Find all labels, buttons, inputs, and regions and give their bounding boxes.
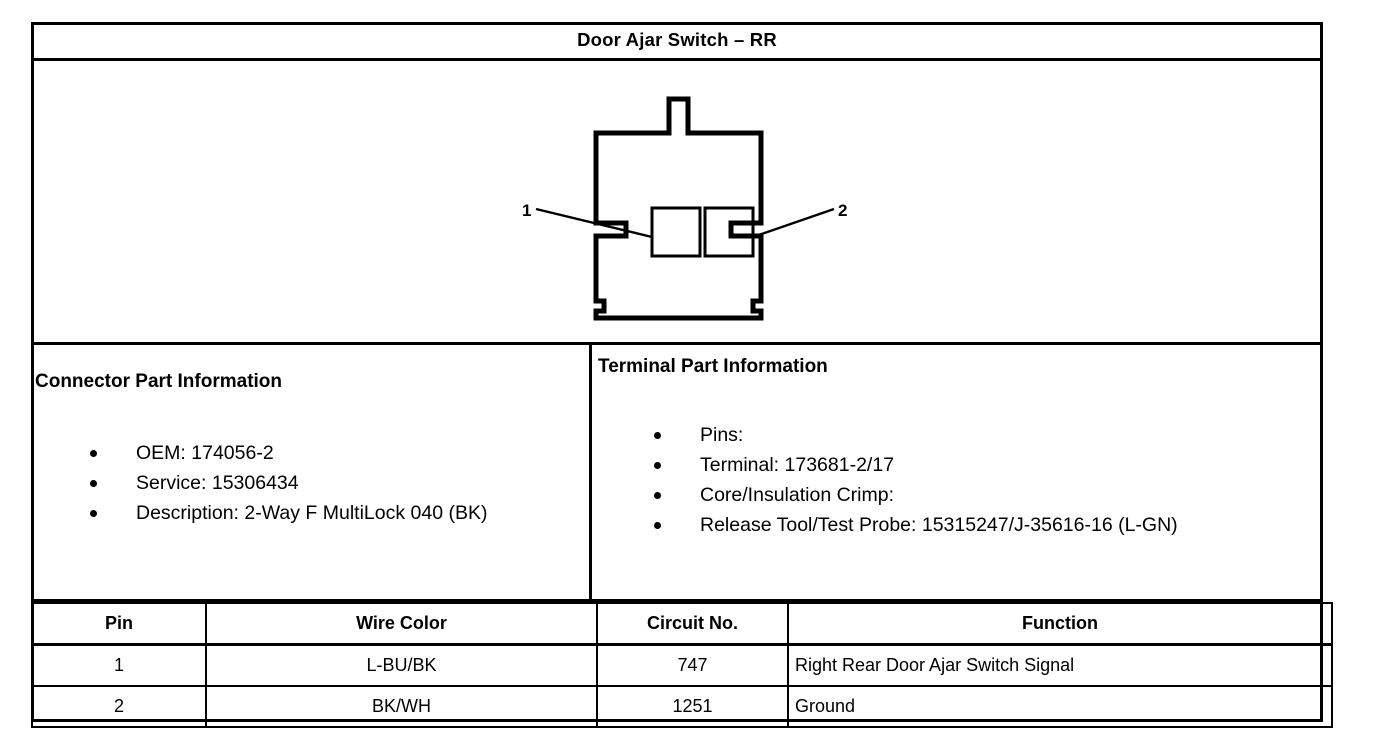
cell-pin: 2 xyxy=(31,685,207,728)
table-header-row: Pin Wire Color Circuit No. Function xyxy=(31,602,1333,646)
pin-assignment-table: Pin Wire Color Circuit No. Function 1 L-… xyxy=(31,602,1333,728)
column-header-circuit-no: Circuit No. xyxy=(596,602,789,646)
cell-wire-color: L-BU/BK xyxy=(205,643,598,687)
connector-body-outline xyxy=(593,96,764,321)
callout-leader-line-1 xyxy=(535,207,653,239)
table-row: 1 L-BU/BK 747 Right Rear Door Ajar Switc… xyxy=(31,643,1333,687)
table-row: 2 BK/WH 1251 Ground xyxy=(31,685,1333,728)
column-header-function: Function xyxy=(787,602,1333,646)
callout-leader-line-2 xyxy=(752,207,835,239)
terminal-part-information-panel: Terminal Part Information Pins: Terminal… xyxy=(592,345,1320,599)
cell-circuit-no: 1251 xyxy=(596,685,789,728)
connector-part-information-panel: Connector Part Information OEM: 174056-2… xyxy=(31,345,592,599)
connector-part-information-list: OEM: 174056-2 Service: 15306434 Descript… xyxy=(90,438,487,528)
column-header-pin: Pin xyxy=(31,602,207,646)
terminal-part-information-heading: Terminal Part Information xyxy=(598,356,828,377)
cell-circuit-no: 747 xyxy=(596,643,789,687)
list-item: Description: 2-Way F MultiLock 040 (BK) xyxy=(90,498,487,528)
sheet-title-row: Door Ajar Switch – RR xyxy=(31,22,1323,61)
terminal-cavity-1 xyxy=(650,206,702,258)
column-header-wire-color: Wire Color xyxy=(205,602,598,646)
cell-function: Ground xyxy=(787,685,1333,728)
callout-label-1: 1 xyxy=(522,201,531,220)
list-item: OEM: 174056-2 xyxy=(90,438,487,468)
cell-function: Right Rear Door Ajar Switch Signal xyxy=(787,643,1333,687)
list-item: Service: 15306434 xyxy=(90,468,487,498)
terminal-cavity-2 xyxy=(703,206,755,258)
cell-wire-color: BK/WH xyxy=(205,685,598,728)
list-item: Pins: xyxy=(654,420,1178,450)
list-item: Terminal: 173681-2/17 xyxy=(654,450,1178,480)
part-information-row: Connector Part Information OEM: 174056-2… xyxy=(31,345,1323,602)
list-item: Core/Insulation Crimp: xyxy=(654,480,1178,510)
connector-face-view-icon: 1 2 xyxy=(522,96,847,321)
connector-diagram-area: 1 2 xyxy=(31,61,1323,345)
cell-pin: 1 xyxy=(31,643,207,687)
list-item: Release Tool/Test Probe: 15315247/J-3561… xyxy=(654,510,1178,540)
callout-label-2: 2 xyxy=(838,201,847,220)
terminal-part-information-list: Pins: Terminal: 173681-2/17 Core/Insulat… xyxy=(654,420,1178,540)
connector-part-information-heading: Connector Part Information xyxy=(35,371,283,392)
page-title: Door Ajar Switch – RR xyxy=(577,29,777,50)
